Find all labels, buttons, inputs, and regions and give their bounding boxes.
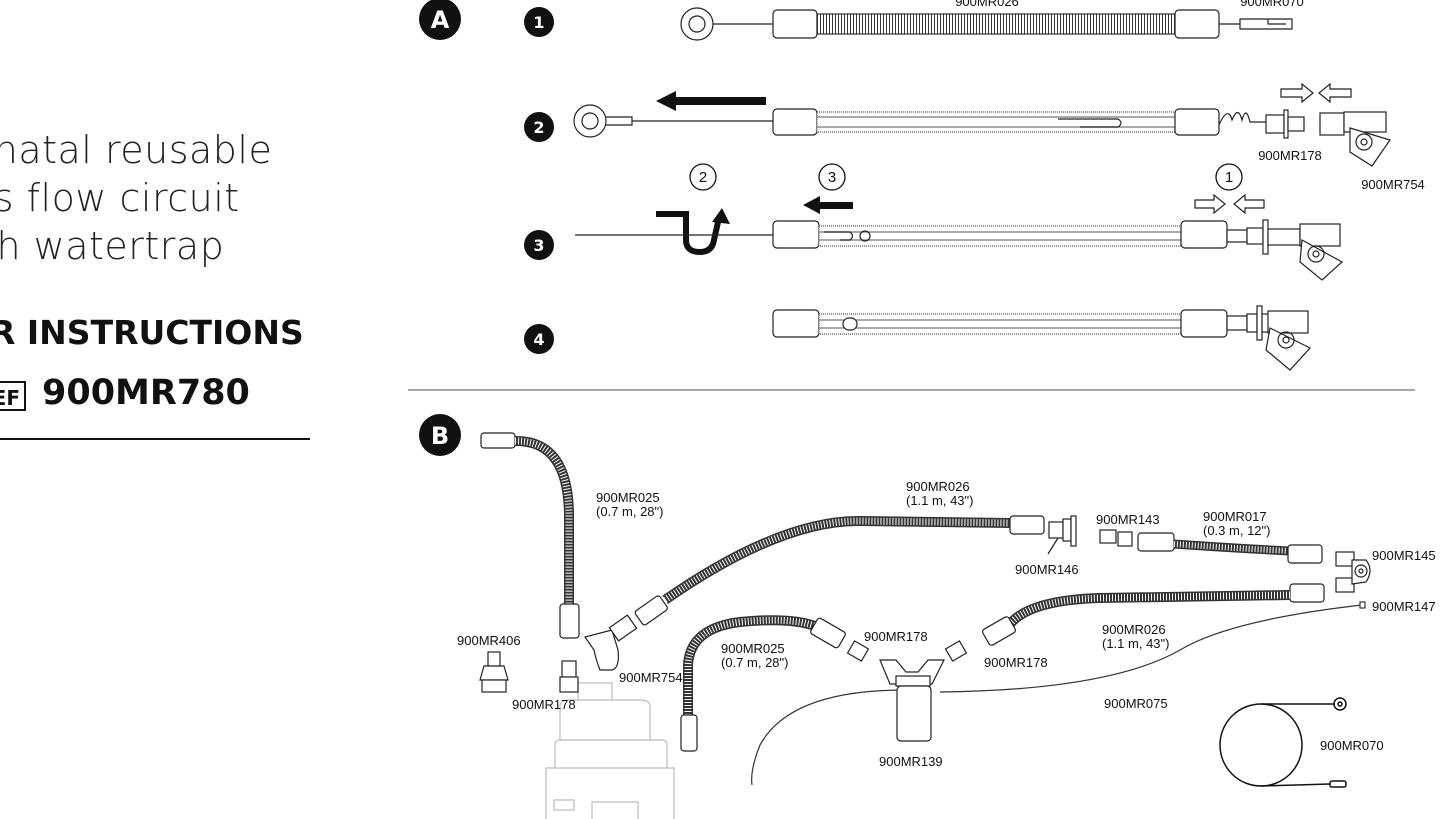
tube-900mr025-b [680,615,846,752]
ref-symbol: EF [0,381,26,411]
circled-number-3: 3 [818,163,846,191]
svg-text:1: 1 [533,13,544,32]
label-mr139: 900MR139 [879,754,943,769]
step-2-assembly [573,104,1391,167]
label-tube-026-b-length: (1.1 m, 43") [1102,636,1169,651]
label-top-wire: 900MR070 [1240,0,1304,9]
svg-text:2: 2 [699,169,707,186]
humidifier-device [545,682,675,819]
label-mr147: 900MR147 [1372,599,1436,614]
title-line-3: ith watertrap [0,224,225,268]
label-tube-026-a-length: (1.1 m, 43") [906,493,973,508]
pull-arrow-left [656,91,766,111]
twist-arrowhead [712,208,730,224]
title-line-1: onatal reusable [0,128,273,172]
ref-number: 900MR780 [42,373,250,413]
svg-text:B: B [431,422,449,450]
tube-900mr017 [1137,532,1323,564]
label-tube-025-a-name: 900MR025 [596,490,660,505]
step-1-assembly [680,7,1293,41]
label-tube-026-a-name: 900MR026 [906,479,970,494]
svg-text:3: 3 [533,236,544,255]
label-elbow-row2: 900MR754 [1361,177,1425,192]
svg-text:A: A [431,6,450,34]
svg-text:2: 2 [533,118,544,137]
step-1-marker: 1 [524,7,554,37]
label-adapter-row2: 900MR178 [1258,148,1322,163]
tube-900mr025-a [480,432,580,639]
label-tube-025-b-length: (0.7 m, 28") [721,655,788,670]
label-mr143: 900MR143 [1096,512,1160,527]
title-line-2: as flow circuit [0,176,240,220]
label-mr754: 900MR754 [619,670,683,685]
svg-text:1: 1 [1225,169,1233,186]
title-underline [0,438,310,440]
label-tube-017-length: (0.3 m, 12") [1203,523,1270,538]
tube-900mr026-a [634,515,1045,626]
elbow-900mr754 [584,614,638,671]
label-tube-026-b-name: 900MR026 [1102,622,1166,637]
step-4-marker: 4 [524,324,554,354]
circled-number-1: 1 [1215,163,1243,191]
instructions-heading: R INSTRUCTIONS [0,313,304,352]
port-900mr146 [1047,515,1077,555]
watertrap-900mr139 [846,640,968,742]
tube-900mr026-b [982,583,1325,646]
label-mr406: 900MR406 [457,633,521,648]
step-2-marker: 2 [524,112,554,142]
wire-900mr075 [751,601,1366,786]
label-mr070: 900MR070 [1320,738,1384,753]
step-3-assembly [575,219,1344,281]
label-mr146: 900MR146 [1015,562,1079,577]
step-3-marker: 3 [524,230,554,260]
adapter-900mr178-a [559,660,579,693]
svg-text:4: 4 [533,330,544,349]
label-mr178-a: 900MR178 [512,697,576,712]
label-tube-017-name: 900MR017 [1203,509,1267,524]
push-together-arrows-row2 [1280,82,1352,104]
label-mr145: 900MR145 [1372,548,1436,563]
circled-number-2: 2 [689,163,717,191]
label-mr178-c: 900MR178 [984,655,1048,670]
label-tube-025-b-name: 900MR025 [721,641,785,656]
adapter-900mr406 [479,651,509,693]
label-tube-025-a-length: (0.7 m, 28") [596,504,663,519]
svg-text:3: 3 [828,169,836,186]
adapter-900mr143 [1099,529,1133,547]
twist-arrow-icon [656,211,721,256]
label-mr075: 900MR075 [1104,696,1168,711]
label-mr178-b: 900MR178 [864,629,928,644]
push-together-arrows-row3 [1194,193,1265,215]
section-a-marker: A [419,0,461,40]
label-top-tube: 900MR026 [955,0,1019,9]
step-4-assembly [772,305,1311,371]
section-b-marker: B [419,414,461,456]
coiled-wire-900mr070 [1219,697,1347,788]
pull-arrow-left-row3 [803,196,853,214]
y-piece-900mr145 [1335,551,1371,593]
